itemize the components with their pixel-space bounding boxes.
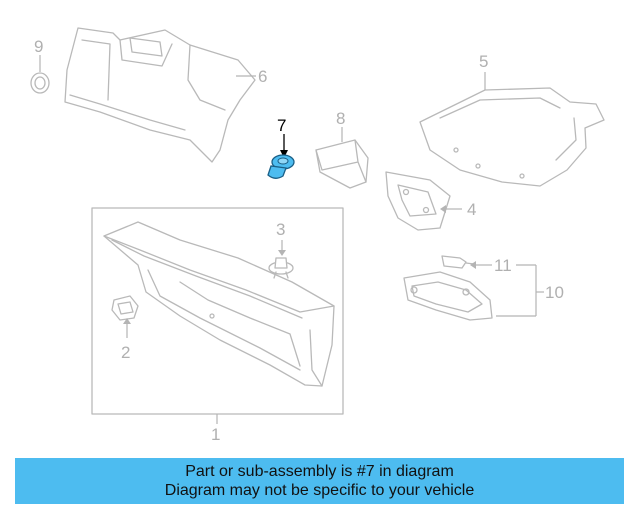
part-2-clip[interactable] — [111, 295, 139, 338]
part-10-lamp-assembly[interactable] — [403, 264, 544, 321]
part-5-floor-mat[interactable] — [419, 72, 605, 187]
banner-line-1: Part or sub-assembly is #7 in diagram — [185, 463, 454, 480]
part-6-side-trim-panel[interactable] — [64, 27, 256, 163]
part-8-bracket[interactable] — [315, 127, 369, 189]
info-banner: Part or sub-assembly is #7 in diagram Di… — [15, 458, 624, 504]
callout-3: 3 — [276, 220, 285, 239]
callout-10: 10 — [545, 283, 564, 302]
callout-1: 1 — [211, 425, 220, 444]
part-3-push-pin[interactable] — [268, 240, 294, 279]
parts-diagram: 9 6 7 8 5 4 — [30, 27, 605, 444]
callout-7: 7 — [277, 116, 286, 135]
callout-6: 6 — [258, 67, 267, 86]
part-9-grommet[interactable] — [30, 55, 50, 94]
callout-5: 5 — [479, 52, 488, 71]
callout-4: 4 — [467, 200, 476, 219]
callout-8: 8 — [336, 109, 345, 128]
part-7-clip[interactable] — [267, 134, 295, 179]
callout-11: 11 — [494, 256, 512, 275]
callout-9: 9 — [34, 37, 43, 56]
part-11-bulb[interactable] — [441, 255, 492, 269]
part-4-bracket-plate[interactable] — [385, 171, 462, 231]
callout-2: 2 — [121, 343, 130, 362]
banner-line-2: Diagram may not be specific to your vehi… — [164, 482, 475, 499]
part-1-rear-panel-trim[interactable] — [103, 221, 335, 387]
